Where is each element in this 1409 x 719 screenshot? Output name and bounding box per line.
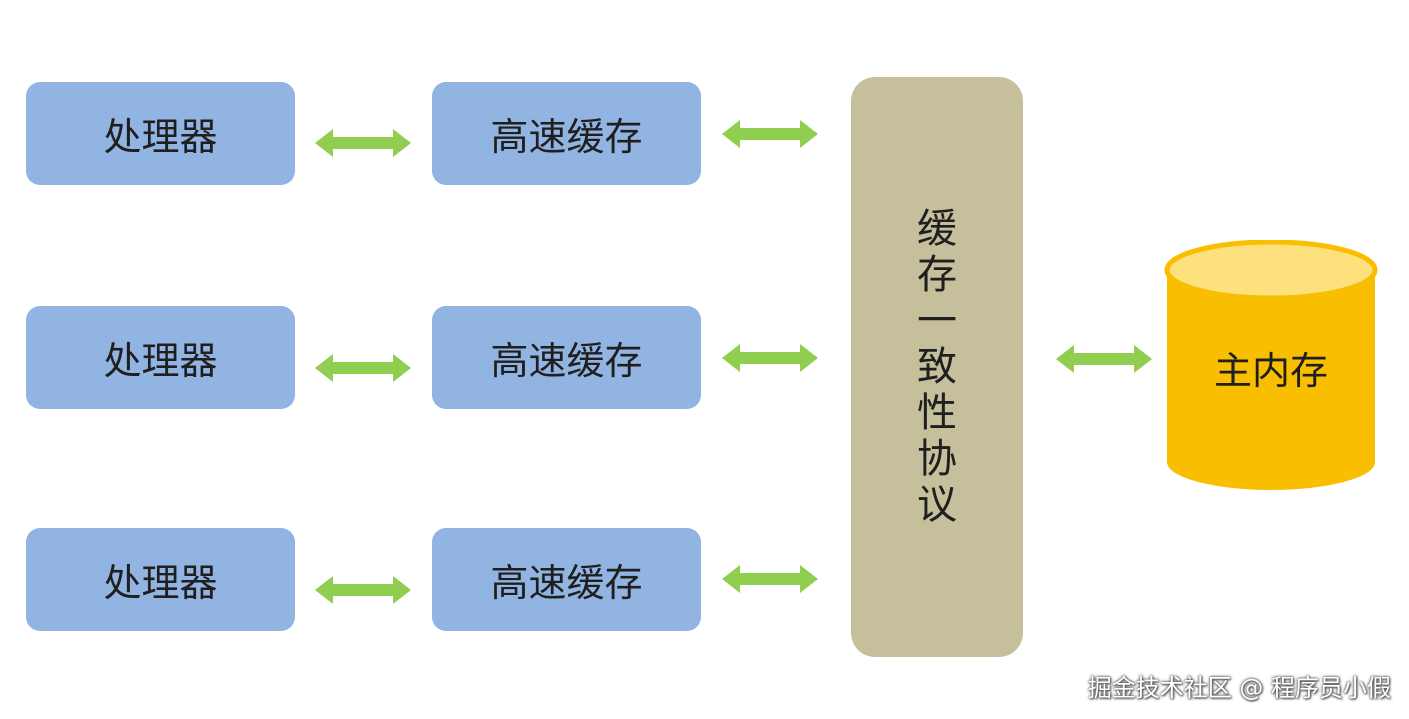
main-memory-label: 主内存 xyxy=(1213,349,1328,393)
processor-label: 处理器 xyxy=(103,561,218,605)
cylinder-icon xyxy=(1164,240,1378,490)
cache-label: 高速缓存 xyxy=(490,561,643,605)
cache-label: 高速缓存 xyxy=(490,339,643,383)
cache-box-3: 高速缓存 xyxy=(432,528,701,631)
cache-box-1: 高速缓存 xyxy=(432,82,701,185)
protocol-label: 缓存一致性协议 xyxy=(917,206,957,528)
cache-label: 高速缓存 xyxy=(490,115,643,159)
processor-box-2: 处理器 xyxy=(26,306,295,409)
processor-box-3: 处理器 xyxy=(26,528,295,631)
double-arrow-icon xyxy=(1056,345,1152,373)
cache-box-2: 高速缓存 xyxy=(432,306,701,409)
processor-label: 处理器 xyxy=(103,339,218,383)
processor-box-1: 处理器 xyxy=(26,82,295,185)
cache-coherence-protocol-box: 缓存一致性协议 xyxy=(851,77,1023,657)
processor-label: 处理器 xyxy=(103,115,218,159)
double-arrow-icon xyxy=(315,576,411,604)
double-arrow-icon xyxy=(722,120,818,148)
watermark: 掘金技术社区 @ 程序员小假 xyxy=(1087,674,1391,702)
double-arrow-icon xyxy=(722,565,818,593)
double-arrow-icon xyxy=(315,354,411,382)
main-memory: 主内存 xyxy=(1164,240,1378,492)
double-arrow-icon xyxy=(315,129,411,157)
double-arrow-icon xyxy=(722,344,818,372)
